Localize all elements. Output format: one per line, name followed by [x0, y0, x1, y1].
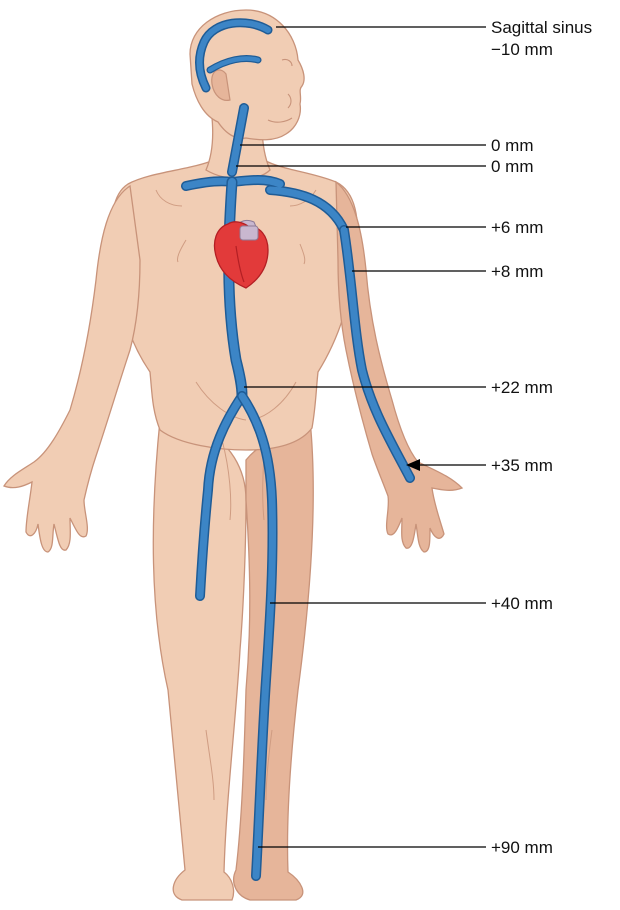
right-arm	[4, 186, 140, 552]
right-leg	[153, 420, 246, 900]
label-sagittal-value: −10 mm	[491, 40, 553, 59]
label-jugular-lower: 0 mm	[491, 157, 534, 176]
label-sagittal-sinus: Sagittal sinus	[491, 18, 592, 37]
label-ankle: +90 mm	[491, 838, 553, 857]
label-upper-arm: +8 mm	[491, 262, 543, 281]
label-abdominal: +22 mm	[491, 378, 553, 397]
label-thigh: +40 mm	[491, 594, 553, 613]
label-subclavian: +6 mm	[491, 218, 543, 237]
pressure-labels: Sagittal sinus −10 mm 0 mm 0 mm +6 mm +8…	[491, 18, 592, 857]
label-jugular-upper: 0 mm	[491, 136, 534, 155]
label-wrist: +35 mm	[491, 456, 553, 475]
aorta-segment	[240, 226, 258, 240]
left-arm	[336, 182, 462, 552]
